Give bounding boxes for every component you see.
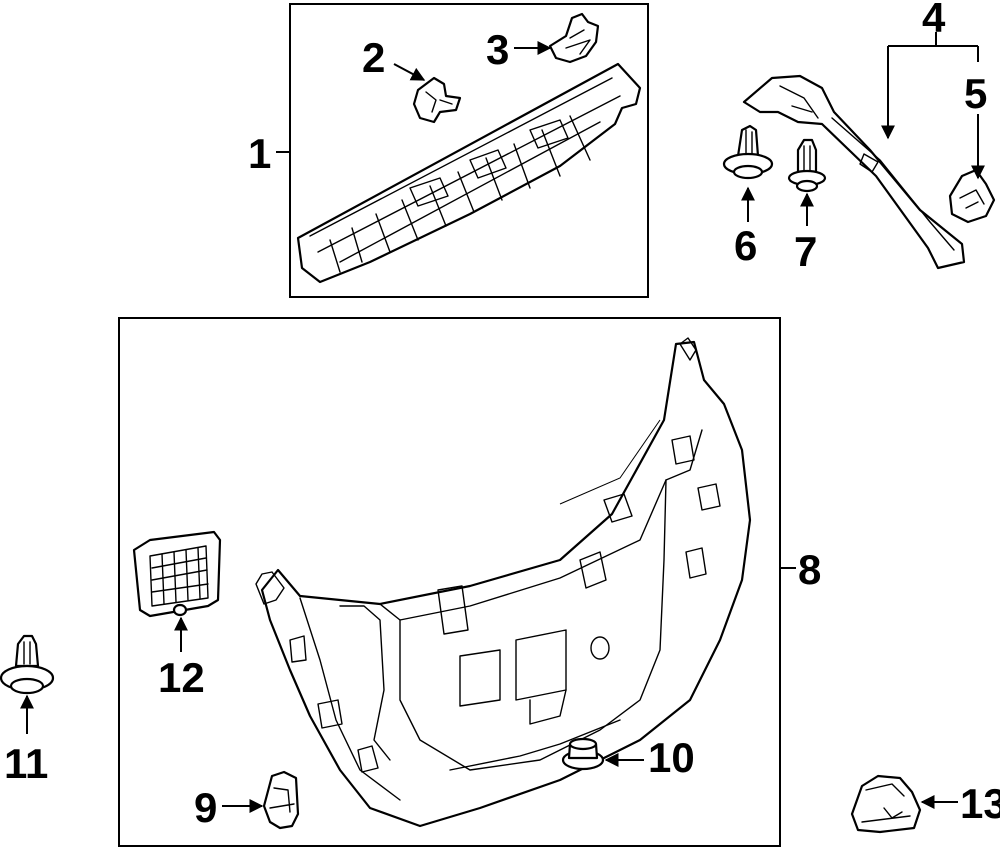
part-6-push-pin <box>722 124 774 180</box>
part-12-vent-grille <box>132 530 222 618</box>
group-frame-top <box>289 3 649 298</box>
part-1-upper-trim-panel <box>296 62 642 284</box>
part-13-cover-cap <box>850 774 922 834</box>
callout-10: 10 <box>648 734 695 781</box>
callout-13: 13 <box>960 780 1000 827</box>
callout-1: 1 <box>248 130 271 177</box>
callout-3: 3 <box>486 26 509 73</box>
part-3-bracket <box>548 12 600 64</box>
callout-7: 7 <box>794 228 817 275</box>
leader-lines <box>20 32 985 813</box>
callout-12: 12 <box>158 654 205 701</box>
callout-11: 11 <box>4 740 48 787</box>
part-5-clip <box>948 168 996 224</box>
part-7-push-pin <box>787 138 827 193</box>
callout-9: 9 <box>194 784 217 831</box>
group-frame-main <box>118 317 781 847</box>
part-10-grommet <box>561 737 605 771</box>
part-11-push-pin <box>0 634 55 695</box>
callout-6: 6 <box>734 222 757 269</box>
callout-4: 4 <box>922 0 946 41</box>
part-9-bracket <box>262 770 300 830</box>
part-2-clip <box>412 76 462 124</box>
callout-8: 8 <box>798 546 821 593</box>
part-8-lower-trim-panel <box>255 337 752 828</box>
callout-2: 2 <box>362 34 385 81</box>
callout-5: 5 <box>964 70 987 117</box>
part-4-pillar-trim <box>742 74 966 270</box>
